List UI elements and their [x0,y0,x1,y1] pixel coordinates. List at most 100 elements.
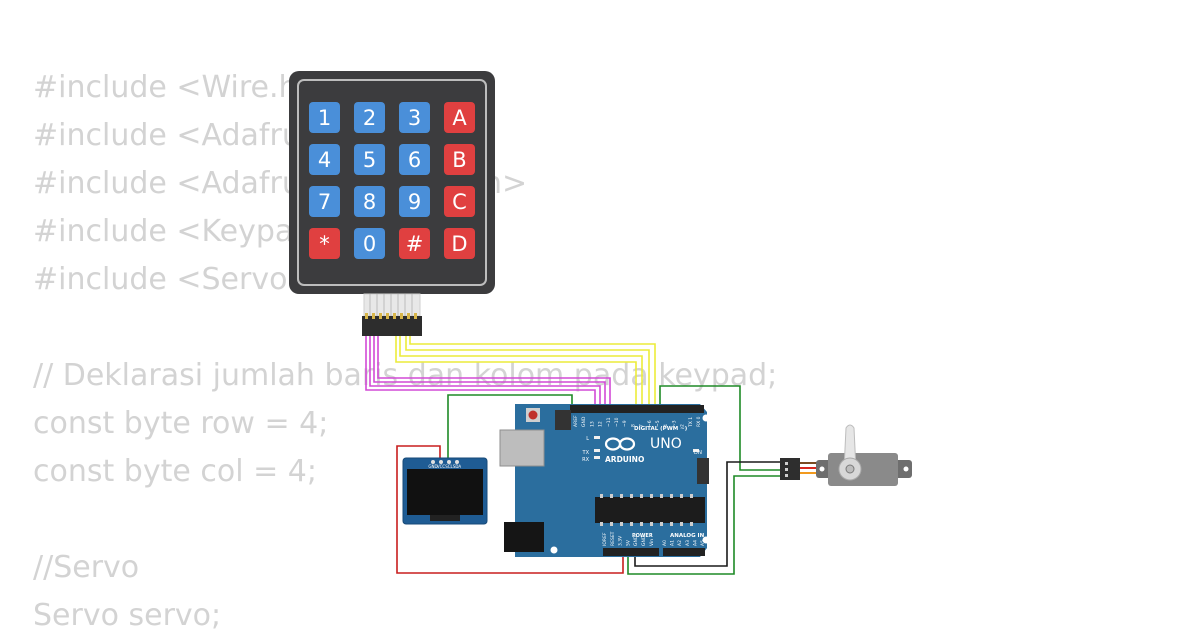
pin-label: TX 1 [688,417,694,428]
pin-label: 3.3V [618,535,624,546]
servo-horn-screw [845,464,855,474]
keypad-key-label: 4 [318,148,331,172]
pin-label: ~9 [622,420,628,427]
keypad-key[interactable] [354,102,385,133]
keypad-key[interactable] [399,228,430,259]
keypad-key[interactable] [444,228,475,259]
tx-led-label: TX [582,450,590,456]
oled-screen [407,469,483,515]
pin-label: A3 [685,540,691,546]
keypad-key-label: 7 [318,190,331,214]
keypad-key-label: 5 [363,148,376,172]
wire-servo-signal [659,385,780,471]
wire-row-3 [373,334,606,408]
servo-gnd-wires [634,461,780,567]
pin-label: RESET [610,531,616,546]
power-wires [396,445,624,574]
ground-wires [447,385,780,575]
wire-col-1 [395,334,637,408]
pin-label: ~10 [614,417,620,427]
pin-label: 4 [663,424,669,427]
wire-oled-vcc [396,445,624,574]
oled-pin-label-scl: SCL [445,464,453,469]
wire-col-2 [399,334,643,408]
wire-row-4 [377,334,611,408]
arduino-brand-label: ARDUINO [605,455,644,464]
on-led-label: ON [694,450,702,456]
keypad-body [289,71,495,294]
keypad-key-label: 8 [363,190,376,214]
pin-label: 8 [630,424,636,427]
keypad-key-label: A [452,106,467,130]
pin-label: GND [581,416,587,427]
pin-label: ~3 [671,420,677,427]
code-line: Servo servo; [33,598,222,633]
oled-screen-tab [430,515,460,521]
mounting-hole [702,414,710,422]
keypad-ribbon-lines [369,294,413,316]
pin-label: GND [641,535,647,546]
keypad-key[interactable] [399,102,430,133]
servo-connector [780,458,800,480]
wire-row-1 [365,334,596,408]
arduino-model-label: UNO [650,436,682,452]
analog-header [663,548,705,556]
pin-label: ~6 [647,420,653,427]
icsp-header-right [697,458,709,484]
oled-pin-label-gnd: GND [428,464,437,469]
wire-col-4 [409,334,656,408]
servo-motor [780,424,912,486]
wire-servo-gnd [634,461,780,567]
keypad-key[interactable] [444,186,475,217]
keypad-key[interactable] [354,228,385,259]
keypad-key[interactable] [399,144,430,175]
keypad-key-label: 0 [363,232,376,256]
keypad-key[interactable] [444,144,475,175]
pin-label: 2 [680,424,686,427]
keypad-key[interactable] [309,186,340,217]
icsp-header [555,410,571,430]
mounting-hole [550,546,558,554]
pin-label: ~5 [655,420,661,427]
keypad-key[interactable] [354,186,385,217]
analog-pins-title: ANALOG IN [670,533,705,539]
wire-col-3 [405,334,650,408]
pin-label: RX 0 [696,416,702,427]
keypad-key-label: 1 [318,106,331,130]
pin-label: 12 [598,421,604,427]
keypad-connector [362,316,422,336]
pin-label: IOREF [602,532,608,546]
oled-pin-headers [431,460,459,464]
pin-label: 7 [639,424,645,427]
digital-pins-title: DIGITAL (PWM ~) [634,426,688,432]
servo-body [828,453,898,486]
oled-pin-label-vcc: VCC [437,464,446,469]
keypad-key[interactable] [309,102,340,133]
pin-label: A0 [662,540,668,546]
keypad-inner-border [297,79,487,286]
keypad-key-label: 2 [363,106,376,130]
code-line: // Deklarasi jumlah baris dan kolom pada… [33,358,778,393]
servo-mount-hole [819,466,825,472]
pin-label: 13 [589,421,595,427]
wire-gnd-bottom [627,475,780,575]
pin-label: 5V [625,539,631,546]
arduino-infinity-logo [604,437,636,451]
servo-mount-hole [903,466,909,472]
keypad-key-label: C [452,190,467,214]
oled-display: GND VCC SCL SDA [402,457,488,525]
keypad-key[interactable] [354,144,385,175]
keypad-key[interactable] [309,228,340,259]
code-line: //Servo [33,550,140,585]
pin-label: A4 [692,540,698,546]
keypad-key[interactable] [444,102,475,133]
keypad-key[interactable] [399,186,430,217]
keypad-key[interactable] [309,144,340,175]
keypad-col-wires [395,334,656,408]
keypad-key-label: 9 [408,190,421,214]
